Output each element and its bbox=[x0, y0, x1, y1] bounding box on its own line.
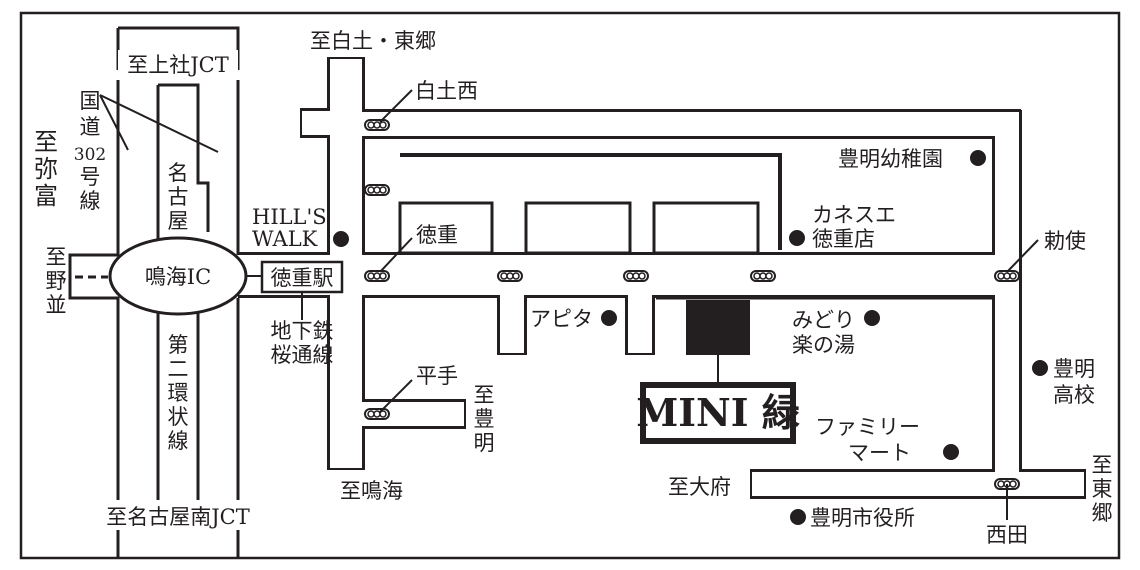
label-subway-line: 地下鉄 bbox=[271, 319, 334, 343]
label-toyoake-kindergarten: 豊明幼稚園 bbox=[838, 147, 943, 171]
label-to-nagoya-minami-jct: 至名古屋南JCT bbox=[106, 505, 250, 529]
label-nagoya: 名 古 屋 bbox=[168, 161, 189, 233]
label-apita: アピタ bbox=[530, 307, 593, 331]
traffic-light-icon bbox=[750, 270, 776, 282]
traffic-light-icon bbox=[364, 184, 390, 196]
svg-text:線: 線 bbox=[80, 189, 101, 213]
label-to-obu: 至大府 bbox=[668, 475, 731, 499]
label-toyoake-city-hall: 豊明市役所 bbox=[810, 506, 915, 530]
label-toyoake-high-2: 高校 bbox=[1053, 383, 1095, 407]
svg-text:豊: 豊 bbox=[474, 407, 495, 431]
svg-text:名: 名 bbox=[168, 161, 189, 185]
traffic-light-icon bbox=[364, 408, 390, 420]
label-to-kamiyashiro-jct: 至上社JCT bbox=[127, 53, 229, 77]
svg-text:道: 道 bbox=[80, 115, 101, 139]
destination-label: MINI 緑 bbox=[636, 390, 801, 435]
label-shiratsuchi-nishi: 白土西 bbox=[415, 79, 478, 103]
label-kanesue: カネスエ bbox=[812, 203, 896, 227]
landmark-dot bbox=[970, 150, 986, 166]
landmark-dot bbox=[789, 230, 805, 246]
landmark-dot bbox=[1032, 360, 1048, 376]
narumi-ic-label: 鳴海IC bbox=[145, 265, 211, 289]
tokushige-station-label: 徳重駅 bbox=[271, 266, 334, 290]
landmark-dot bbox=[943, 444, 959, 460]
label-hills-walk: HILL'S bbox=[252, 205, 327, 229]
label-hirate: 平手 bbox=[416, 364, 458, 388]
svg-text:号: 号 bbox=[80, 165, 101, 189]
traffic-light-icon bbox=[364, 270, 390, 282]
svg-text:302: 302 bbox=[74, 145, 106, 165]
label-subway-line-2: 桜通線 bbox=[271, 343, 334, 367]
landmark-dot bbox=[601, 310, 617, 326]
svg-text:至: 至 bbox=[474, 383, 495, 407]
label-hills-walk-2: WALK bbox=[252, 227, 318, 251]
svg-text:弥: 弥 bbox=[34, 155, 58, 183]
traffic-lights bbox=[364, 119, 1020, 490]
label-midori-rakunoyu-2: 楽の湯 bbox=[792, 333, 855, 357]
landmark-dot bbox=[333, 231, 349, 247]
svg-text:富: 富 bbox=[34, 182, 58, 210]
label-to-nonami: 至 野 並 bbox=[46, 245, 67, 317]
label-to-yatomi: 至 弥 富 bbox=[34, 128, 58, 210]
label-route302: 国 道 302 号 線 bbox=[74, 89, 106, 213]
svg-text:第: 第 bbox=[168, 333, 189, 357]
landmark-dot bbox=[864, 310, 880, 326]
label-midori-rakunoyu: みどり bbox=[792, 308, 855, 332]
label-family-mart-2: マート bbox=[848, 441, 911, 465]
traffic-light-icon bbox=[364, 119, 390, 131]
svg-text:至: 至 bbox=[46, 245, 67, 269]
expressway bbox=[68, 26, 240, 558]
traffic-light-icon bbox=[497, 270, 523, 282]
label-to-narumi: 至鳴海 bbox=[340, 479, 403, 503]
svg-text:郷: 郷 bbox=[1092, 501, 1113, 525]
svg-text:国: 国 bbox=[80, 89, 101, 113]
destination-building bbox=[686, 300, 750, 355]
label-toyoake-high: 豊明 bbox=[1053, 357, 1095, 381]
label-to-togo: 至 東 郷 bbox=[1092, 453, 1113, 525]
label-to-toyoake: 至 豊 明 bbox=[474, 383, 495, 455]
svg-text:明: 明 bbox=[474, 431, 495, 455]
traffic-light-icon bbox=[623, 270, 649, 282]
traffic-light-icon bbox=[994, 270, 1020, 282]
svg-text:状: 状 bbox=[168, 405, 189, 429]
svg-text:屋: 屋 bbox=[168, 209, 189, 233]
label-family-mart: ファミリー bbox=[815, 415, 920, 439]
label-nishida: 西田 bbox=[986, 523, 1028, 547]
destination-sign bbox=[640, 382, 796, 444]
landmark-dot bbox=[790, 509, 806, 525]
svg-text:東: 東 bbox=[1092, 477, 1113, 501]
label-tokushige: 徳重 bbox=[416, 223, 458, 247]
svg-text:至: 至 bbox=[1092, 453, 1113, 477]
svg-text:線: 線 bbox=[168, 429, 189, 453]
svg-text:二: 二 bbox=[168, 357, 189, 381]
svg-text:野: 野 bbox=[46, 269, 67, 293]
svg-text:環: 環 bbox=[168, 381, 189, 405]
label-to-shiratsuchi-togo: 至白土・東郷 bbox=[310, 29, 436, 53]
svg-text:至: 至 bbox=[34, 128, 58, 156]
label-daini-kanjo: 第 二 環 状 線 bbox=[168, 333, 189, 453]
label-chokushi: 勅使 bbox=[1044, 229, 1086, 253]
label-kanesue-2: 徳重店 bbox=[812, 227, 875, 251]
tokushige-station bbox=[260, 260, 344, 294]
svg-text:古: 古 bbox=[168, 185, 189, 209]
svg-text:並: 並 bbox=[46, 293, 67, 317]
